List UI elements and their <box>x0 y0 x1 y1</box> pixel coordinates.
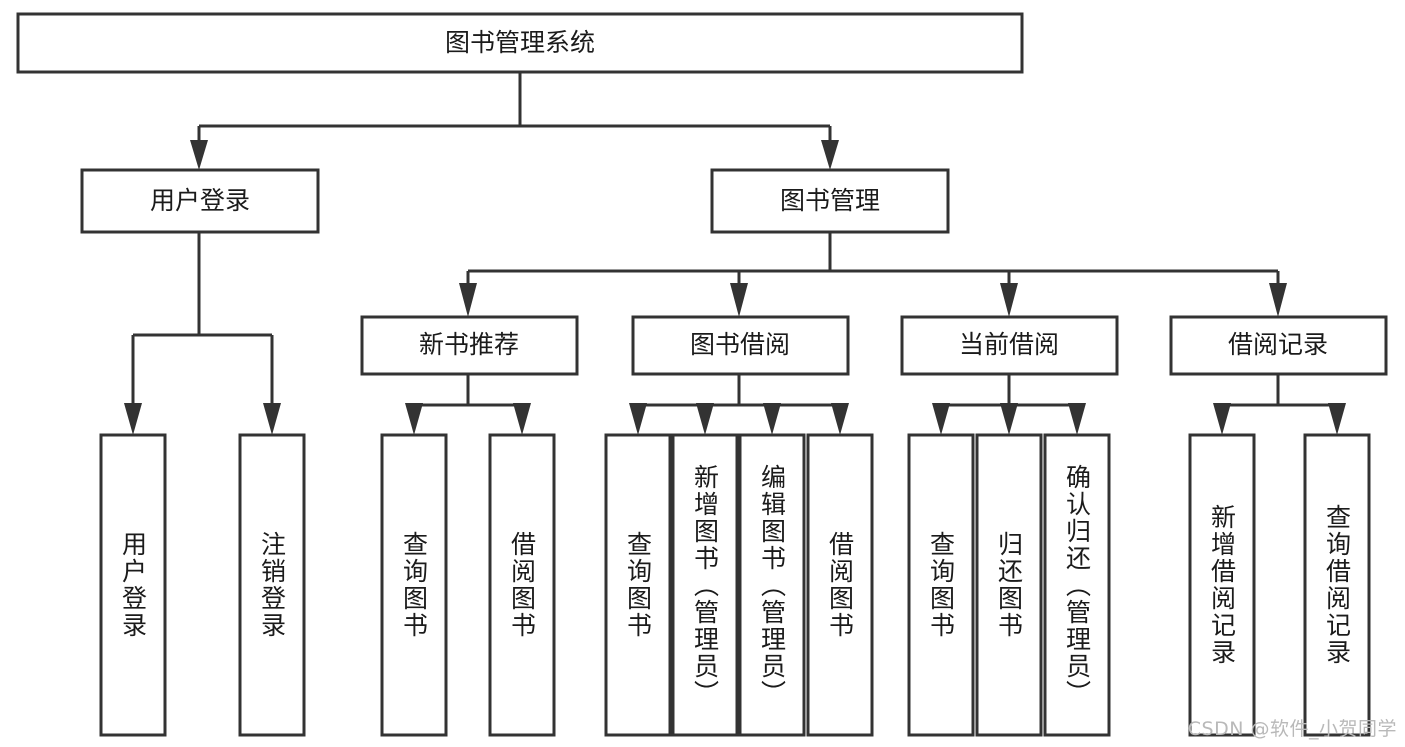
arrow-head-to-current <box>1000 283 1018 317</box>
arrow-head-leaf-13 <box>1328 403 1346 435</box>
arrow-head-leaf-1 <box>124 403 142 435</box>
node-root-box[interactable] <box>16 12 1024 74</box>
arrow-head-to-borrow <box>730 283 748 317</box>
csdn-watermark: CSDN @软件_小贺同学 <box>1187 718 1397 740</box>
arrow-head-to-records <box>1269 283 1287 317</box>
connector-group-new-book <box>405 374 531 435</box>
connector-group-records <box>1213 374 1346 435</box>
connector-group-current <box>932 374 1086 435</box>
arrow-head-leaf-6 <box>696 403 714 435</box>
leaf-box-3[interactable] <box>380 433 448 737</box>
connector-group-borrow <box>629 374 849 435</box>
arrow-head-leaf-7 <box>763 403 781 435</box>
arrow-head-leaf-4 <box>513 403 531 435</box>
leaf-box-5[interactable] <box>604 433 672 737</box>
arrow-head-to-new-book <box>459 283 477 317</box>
node-root-label: 图书管理系统 <box>445 28 595 57</box>
arrow-head-leaf-9 <box>932 403 950 435</box>
node-borrow-box[interactable] <box>631 315 850 376</box>
node-new-book-label: 新书推荐 <box>419 330 519 359</box>
connector-group-book-mgmt <box>459 232 1287 317</box>
leaf-box-4[interactable] <box>488 433 556 737</box>
node-user-login-box[interactable] <box>80 168 320 234</box>
arrow-head-leaf-5 <box>629 403 647 435</box>
arrow-head-leaf-10 <box>1000 403 1018 435</box>
arrow-head-leaf-3 <box>405 403 423 435</box>
node-borrow-label: 图书借阅 <box>690 330 790 359</box>
node-records-box[interactable] <box>1169 315 1388 376</box>
leaf-box-12[interactable] <box>1188 433 1256 737</box>
node-current-box[interactable] <box>900 315 1119 376</box>
leaf-box-7[interactable] <box>738 433 806 737</box>
node-user-login-label: 用户登录 <box>150 186 250 215</box>
leaf-box-11[interactable] <box>1043 433 1111 737</box>
leaf-box-10[interactable] <box>975 433 1043 737</box>
node-book-mgmt-box[interactable] <box>710 168 950 234</box>
connector-group-root <box>190 72 839 170</box>
arrow-head-to-user-login <box>190 140 208 170</box>
arrow-head-leaf-12 <box>1213 403 1231 435</box>
leaf-box-9[interactable] <box>907 433 975 737</box>
node-records-label: 借阅记录 <box>1228 330 1328 359</box>
arrow-head-leaf-2 <box>263 403 281 435</box>
leaf-box-1[interactable] <box>99 433 167 737</box>
connector-group-user-login <box>124 232 281 435</box>
leaf-box-2[interactable] <box>238 433 306 737</box>
node-book-mgmt-label: 图书管理 <box>780 186 880 215</box>
node-current-label: 当前借阅 <box>959 330 1059 359</box>
arrow-head-to-book-mgmt <box>821 140 839 170</box>
leaf-box-6[interactable] <box>671 433 739 737</box>
leaf-box-13[interactable] <box>1303 433 1371 737</box>
arrow-head-leaf-11 <box>1068 403 1086 435</box>
node-new-book-box[interactable] <box>360 315 579 376</box>
arrow-head-leaf-8 <box>831 403 849 435</box>
leaf-box-8[interactable] <box>806 433 874 737</box>
